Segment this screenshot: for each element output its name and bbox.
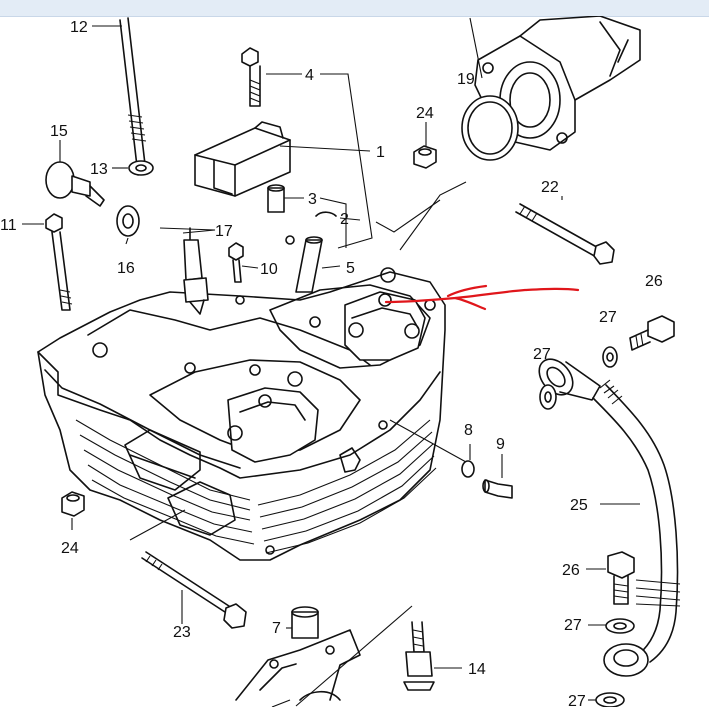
callout-14: 14 bbox=[468, 661, 486, 678]
callout-27-b: 27 bbox=[533, 346, 551, 363]
callout-25: 25 bbox=[570, 497, 588, 514]
callout-27-a: 27 bbox=[599, 309, 617, 326]
callout-3: 3 bbox=[308, 191, 317, 208]
bolt-11 bbox=[45, 213, 73, 311]
guide-5 bbox=[295, 236, 323, 293]
washer-16 bbox=[116, 205, 140, 237]
plug-9 bbox=[482, 479, 513, 499]
callout-15: 15 bbox=[50, 123, 68, 140]
callout-22: 22 bbox=[541, 179, 559, 196]
bolt-26-upper bbox=[629, 315, 675, 351]
callout-27-d: 27 bbox=[568, 693, 586, 707]
callout-26-upper: 26 bbox=[645, 273, 663, 290]
cylinder-head-exploded-diagram: 12 4 19 15 24 1 13 3 22 2 11 17 16 10 5 … bbox=[0, 16, 681, 707]
stud-23 bbox=[141, 551, 247, 629]
callout-16: 16 bbox=[117, 260, 135, 277]
bolt-10 bbox=[228, 242, 244, 283]
washer-13 bbox=[128, 160, 154, 176]
callout-17: 17 bbox=[215, 223, 233, 240]
callout-10: 10 bbox=[260, 261, 278, 278]
bolt-14 bbox=[403, 621, 435, 691]
spark-plug-17 bbox=[183, 227, 209, 315]
bolt-15 bbox=[45, 161, 105, 207]
cylinder-head bbox=[37, 235, 446, 561]
callout-5: 5 bbox=[346, 260, 355, 277]
nut-24-left bbox=[61, 491, 85, 517]
callout-24-top: 24 bbox=[416, 105, 434, 122]
stud-22 bbox=[515, 203, 615, 265]
washer-8 bbox=[461, 460, 475, 478]
bolt-4 bbox=[241, 47, 261, 107]
red-highlight-mark bbox=[384, 284, 580, 311]
cam-bearing-cap bbox=[194, 121, 291, 197]
bolt-26-lower bbox=[607, 551, 635, 605]
head-gasket bbox=[235, 629, 361, 701]
callout-26-lower: 26 bbox=[562, 562, 580, 579]
pin-2 bbox=[315, 211, 337, 217]
browser-top-bar bbox=[0, 0, 709, 17]
callout-4: 4 bbox=[305, 67, 314, 84]
dowel-7 bbox=[291, 606, 319, 639]
callout-7: 7 bbox=[272, 620, 281, 637]
leader-lines bbox=[22, 17, 640, 707]
washer-27-set bbox=[539, 346, 635, 707]
callout-23: 23 bbox=[173, 624, 191, 641]
callout-12: 12 bbox=[70, 19, 88, 36]
callout-8: 8 bbox=[464, 422, 473, 439]
intake-pipe-19 bbox=[461, 16, 641, 161]
dowel-3 bbox=[267, 184, 285, 213]
callout-labels: 12 4 19 15 24 1 13 3 22 2 11 17 16 10 5 … bbox=[0, 19, 663, 707]
callout-1: 1 bbox=[376, 144, 385, 161]
callout-9: 9 bbox=[496, 436, 505, 453]
callout-27-c: 27 bbox=[564, 617, 582, 634]
stud-12 bbox=[119, 17, 147, 176]
nut-24-top bbox=[413, 145, 437, 169]
callout-11: 11 bbox=[0, 217, 17, 234]
callout-2: 2 bbox=[340, 211, 349, 228]
callout-13: 13 bbox=[90, 161, 108, 178]
callout-19: 19 bbox=[457, 71, 475, 88]
callout-24-left: 24 bbox=[61, 540, 79, 557]
